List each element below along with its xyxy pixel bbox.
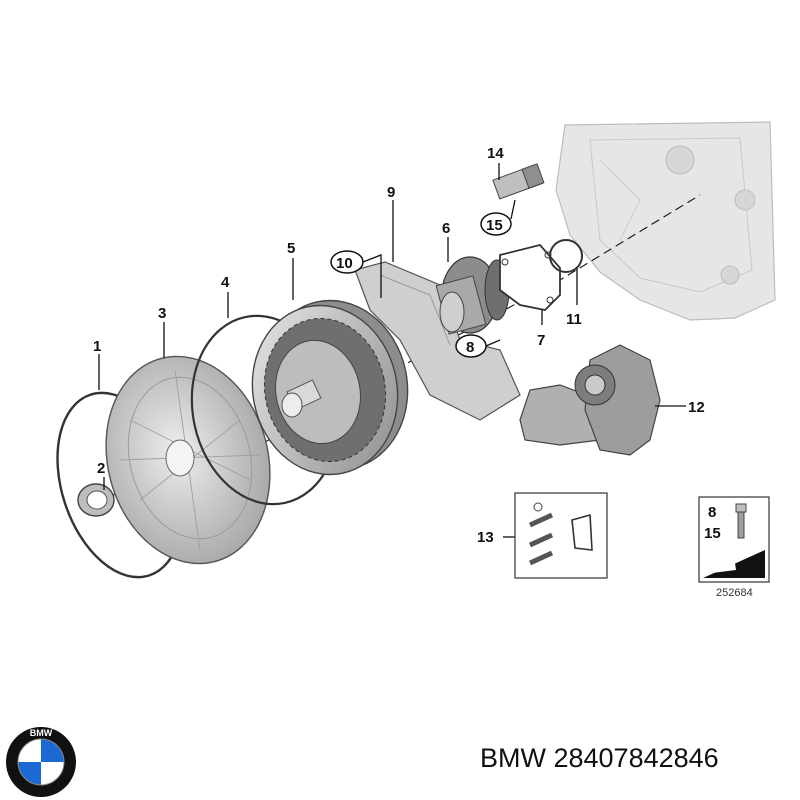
callout-3: 3	[158, 305, 166, 322]
seal-ring-small	[549, 239, 583, 273]
heat-shield	[354, 261, 521, 421]
bmw-logo: BMW	[6, 727, 76, 797]
hub-assembly	[435, 256, 510, 335]
legend-label-8: 8	[708, 504, 716, 521]
callout-8-circle: 8	[455, 334, 487, 358]
callout-9: 9	[387, 184, 395, 201]
flange-gasket	[499, 243, 561, 311]
leader-lines	[98, 163, 686, 490]
screw-kit-box	[503, 492, 608, 579]
callout-6: 6	[442, 220, 450, 237]
callout-2: 2	[97, 460, 105, 477]
callout-11: 11	[566, 311, 582, 328]
part-number-caption: BMW 28407842846	[480, 743, 719, 773]
bolt-legend-box: 8 15	[698, 496, 770, 583]
callout-4: 4	[221, 274, 230, 291]
transmission-housing	[555, 121, 776, 321]
callout-7: 7	[537, 332, 545, 349]
callout-12: 12	[688, 399, 705, 416]
callout-1: 1	[93, 338, 101, 355]
speed-sensor	[492, 163, 545, 200]
callout-13: 13	[477, 529, 494, 546]
callout-15: 15	[486, 217, 503, 234]
double-clutch-assembly	[251, 299, 409, 476]
cover-plate	[105, 355, 271, 565]
bmw-logo-letters: BMW	[30, 728, 53, 738]
callout-15-circle: 15	[480, 212, 512, 236]
callout-5: 5	[287, 240, 295, 257]
callout-10: 10	[336, 255, 353, 272]
legend-label-15: 15	[704, 525, 721, 542]
callout-8: 8	[466, 339, 474, 356]
shaft-seal	[77, 483, 115, 517]
oil-pump-assembly	[519, 344, 661, 456]
callout-14: 14	[487, 145, 504, 162]
callout-10-circle: 10	[330, 250, 364, 274]
diagram-number: 252684	[716, 587, 753, 599]
